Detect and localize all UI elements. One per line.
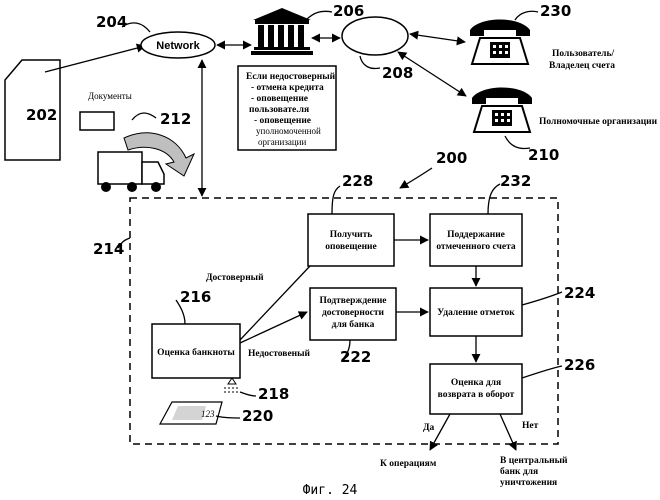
central-bank-line1: В центральный [500, 455, 568, 466]
leader-220 [216, 416, 240, 418]
ref-226: 226 [564, 356, 595, 374]
authorities-label: Полномочные организации [539, 117, 658, 127]
documents-label: Документы [88, 91, 132, 101]
box-228-line1: Получить [330, 230, 373, 240]
note-line7: организации [258, 137, 307, 147]
leader-206 [306, 11, 332, 20]
bank-building-icon [251, 8, 313, 55]
ref-208: 208 [382, 64, 413, 82]
ref-206: 206 [333, 2, 364, 20]
no-label: Нет [522, 421, 539, 431]
owner-label-line2: Владелец счета [549, 61, 615, 71]
leader-232 [488, 184, 500, 214]
leader-212 [132, 113, 156, 120]
genuine-label: Достоверный [206, 272, 264, 283]
box-222-line3: для банка [332, 319, 375, 330]
leader-200 [400, 168, 432, 188]
box-232-line2: отмеченного счета [436, 242, 516, 252]
box-222-line2: достоверности [322, 308, 385, 318]
leader-230 [515, 11, 538, 20]
to-operations-label: К операциям [380, 459, 437, 469]
box-226-line2: возврата в оборот [438, 389, 515, 400]
ref-220: 220 [242, 407, 273, 425]
leader-228 [332, 186, 340, 214]
note-line5: - оповещение [254, 116, 311, 126]
ref-200: 200 [436, 149, 467, 167]
ref-228: 228 [342, 172, 373, 190]
not-genuine-label: Недостовеный [248, 348, 311, 359]
note-line6: уполномоченной [256, 126, 321, 136]
authority-phone-icon [472, 88, 532, 133]
ref-218: 218 [258, 385, 289, 403]
ref-202: 202 [26, 106, 57, 124]
leader-210 [505, 136, 530, 149]
ref-232: 232 [500, 172, 531, 190]
banknote-icon: 123 [160, 402, 222, 424]
ref-216: 216 [180, 288, 211, 306]
note-line3: - оповещение [251, 94, 308, 104]
ref-214: 214 [93, 240, 124, 258]
leader-218 [240, 392, 256, 396]
ref-222: 222 [340, 348, 371, 366]
note-line4: пользовате.ля [249, 105, 309, 115]
box-222-line1: Подтверждение [319, 296, 386, 306]
note-line2: - отмена кредита [251, 83, 324, 93]
arrow-216-to-222 [240, 312, 307, 343]
figure-caption: Фиг. 24 [303, 483, 358, 498]
box-maintain-flagged-account [430, 214, 522, 266]
communication-node [342, 17, 408, 55]
yes-label: Да [423, 423, 435, 433]
box-216-line1: Оценка банкноты [157, 347, 235, 358]
document-box [80, 112, 114, 130]
box-get-notification [308, 214, 394, 266]
delivery-truck-icon [98, 133, 194, 192]
ref-204: 204 [96, 13, 127, 31]
ref-224: 224 [564, 284, 595, 302]
box-232-line1: Поддержание [447, 230, 505, 240]
box-228-line2: оповещение [325, 242, 377, 252]
box-224-line1: Удаление отметок [437, 308, 515, 318]
ref-230: 230 [540, 2, 571, 20]
sensor-icon [228, 378, 236, 384]
leader-226 [522, 366, 562, 378]
docs-to-network-arrow [45, 46, 145, 72]
leader-208 [360, 56, 380, 69]
ref-212: 212 [160, 110, 191, 128]
box-226-line1: Оценка для [451, 378, 501, 388]
leader-224 [522, 292, 562, 305]
network-label: Network [156, 40, 200, 52]
document-stack: 202 [5, 60, 60, 160]
box-evaluate-recirculation [430, 364, 522, 414]
banknote-code: 123 [201, 409, 215, 419]
note-line1: Если недостоверный [246, 71, 336, 82]
central-bank-line2: банк для [500, 466, 538, 477]
owner-label-line1: Пользователь/ [552, 49, 615, 59]
owner-phone-icon [470, 20, 530, 65]
ref-210: 210 [528, 146, 559, 164]
central-bank-line3: уничтожения [500, 478, 557, 488]
node-owner-phone-arrow [410, 34, 465, 42]
